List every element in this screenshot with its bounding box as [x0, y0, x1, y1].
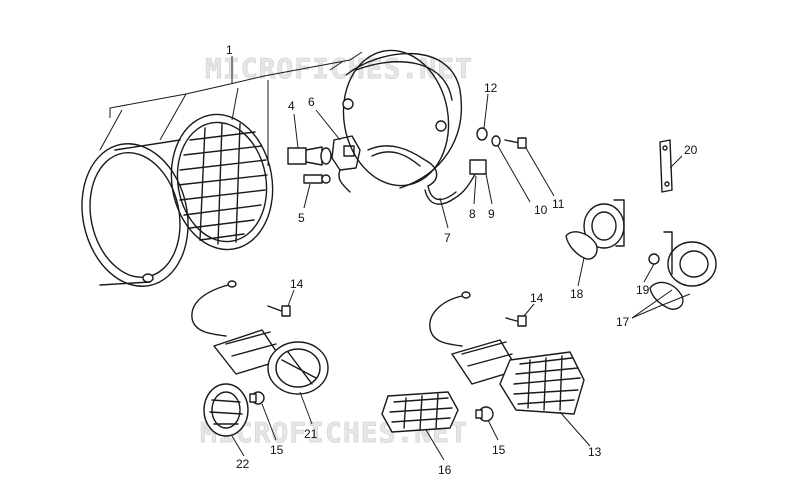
- left-screw-14: [267, 305, 291, 317]
- callout-13: 13: [588, 445, 602, 459]
- callout-17: 17: [616, 315, 630, 329]
- washer-10: [491, 135, 501, 147]
- callout-7: 7: [444, 231, 451, 245]
- nut-12: [476, 127, 488, 141]
- callout-14-left: 14: [290, 277, 304, 291]
- right-screw-14: [505, 315, 527, 327]
- horn-right: [649, 231, 717, 310]
- callout-8: 8: [469, 207, 476, 221]
- right-indicator-wire: [429, 291, 471, 347]
- headlight-bulb: [287, 146, 332, 166]
- callout-21: 21: [304, 427, 318, 441]
- callout-12: 12: [484, 81, 498, 95]
- callout-11: 11: [552, 197, 565, 211]
- nut-19: [648, 253, 660, 265]
- left-indicator-stalk: [213, 329, 283, 375]
- headlight-lens: [170, 113, 274, 251]
- callout-20: 20: [684, 143, 698, 157]
- right-indicator-body: [499, 351, 585, 415]
- left-indicator-bulb: [249, 391, 265, 405]
- screw-11: [504, 137, 527, 149]
- parking-bulb: [303, 174, 331, 184]
- callout-16: 16: [438, 463, 452, 477]
- callout-15-right: 15: [492, 443, 506, 457]
- callout-22: 22: [236, 457, 250, 471]
- callout-4: 4: [288, 99, 295, 113]
- right-indicator-lens: [381, 391, 459, 433]
- left-indicator-wire: [191, 280, 237, 337]
- right-indicator-bulb: [475, 406, 494, 422]
- callout-6: 6: [308, 95, 315, 109]
- callout-5: 5: [298, 211, 305, 225]
- headlight-shell: [342, 49, 462, 189]
- callout-1: 1: [226, 43, 233, 57]
- headlight-rim: [81, 139, 189, 287]
- bulb-holder: [331, 135, 361, 193]
- wiring-harness: [367, 145, 487, 205]
- callout-9: 9: [488, 207, 495, 221]
- left-indicator-lens: [203, 383, 249, 437]
- callout-14-right: 14: [530, 291, 544, 305]
- callout-15-left: 15: [270, 443, 284, 457]
- horn-bracket: [659, 139, 673, 193]
- callout-19: 19: [636, 283, 650, 297]
- callout-10: 10: [534, 203, 548, 217]
- callout-18: 18: [570, 287, 584, 301]
- left-indicator-body: [267, 341, 329, 395]
- horn-left: [565, 199, 625, 260]
- leader-lines: [99, 51, 691, 461]
